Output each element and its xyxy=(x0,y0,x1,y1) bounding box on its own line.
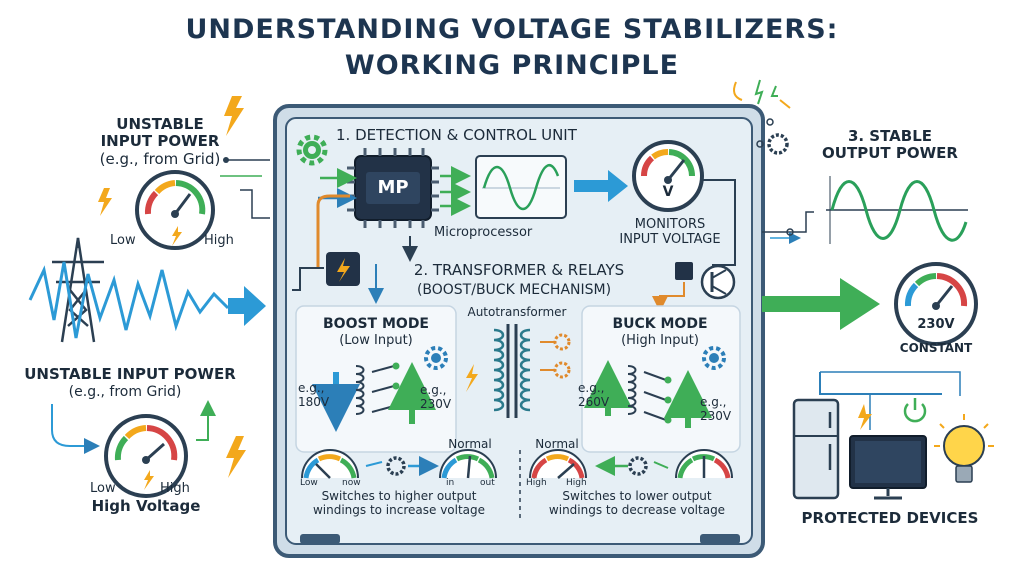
input-top-note: (e.g., from Grid) xyxy=(99,149,221,168)
monitor-icon xyxy=(849,435,927,500)
boost-normal-gauge xyxy=(439,449,497,479)
buck-mode-diagram xyxy=(584,346,726,428)
buck-subtitle: (High Input) xyxy=(621,333,699,348)
gear-icon xyxy=(296,134,328,166)
boost-input-value-line1: e.g., xyxy=(298,381,325,395)
output-gauge xyxy=(894,262,978,346)
transformer-subheading: (BOOST/BUCK MECHANISM) xyxy=(416,282,612,298)
top-right-sparks xyxy=(733,79,791,148)
refrigerator-icon xyxy=(792,398,840,500)
buck-input-value: e.g., 260V xyxy=(578,381,614,410)
oscilloscope-screen xyxy=(475,155,567,219)
lightning-icon xyxy=(858,404,872,430)
chip-caption: Microprocessor xyxy=(434,225,533,240)
input-top-heading: UNSTABLE INPUT POWER (e.g., from Grid) xyxy=(60,115,260,168)
buck-title: BUCK MODE xyxy=(612,316,708,332)
meter-letter: V xyxy=(662,184,674,200)
boost-normal-label: Normal xyxy=(448,437,492,451)
relay-driver-chip xyxy=(326,252,360,286)
lightning-icon xyxy=(365,461,383,467)
autotransformer-label: Autotransformer xyxy=(467,305,567,319)
gear-icon xyxy=(386,456,406,476)
buck-description-line2: windings to decrease voltage xyxy=(548,502,726,517)
monitor-label-line1: MONITORS xyxy=(634,217,706,232)
input-top-gauge-low: Low xyxy=(110,233,136,248)
page-title-line1: UNDERSTANDING VOLTAGE STABILIZERS: xyxy=(185,14,839,45)
output-arrow xyxy=(762,278,880,330)
buck-output-value-line2: 230V xyxy=(700,408,732,423)
input-bottom-gauge-low: Low xyxy=(90,481,116,496)
gear-icon xyxy=(767,133,789,155)
input-bottom-gauge-high: High xyxy=(160,481,190,496)
output-heading: 3. STABLE OUTPUT POWER xyxy=(800,127,980,163)
boost-output-value-line2: 230V xyxy=(420,396,452,411)
boost-title: BOOST MODE xyxy=(323,316,429,332)
unstable-waveform xyxy=(28,261,230,339)
autotransformer-coil xyxy=(493,324,531,418)
transformer-heading: 2. TRANSFORMER & RELAYS xyxy=(413,261,625,279)
input-bottom-note: (e.g., from Grid) xyxy=(68,384,182,400)
output-heading-line2: OUTPUT POWER xyxy=(822,144,958,163)
buck-gauge-high-right: High xyxy=(566,478,587,488)
input-top-heading-line1: UNSTABLE xyxy=(116,115,204,133)
detection-heading: 1. DETECTION & CONTROL UNIT xyxy=(336,126,577,144)
boost-gauge-out: out xyxy=(480,478,495,488)
lightbulb-icon xyxy=(934,414,994,483)
buck-input-value-line2: 260V xyxy=(578,394,610,409)
protected-devices-label: PROTECTED DEVICES xyxy=(801,509,979,527)
boost-description-line2: windings to increase voltage xyxy=(312,502,486,517)
buck-description-line1: Switches to lower output xyxy=(562,489,712,503)
boost-gauge-in: in xyxy=(446,478,455,488)
input-top-heading-line2: INPUT POWER xyxy=(100,132,220,151)
stable-sine-wave xyxy=(826,176,968,244)
buck-gauge-high-left: High xyxy=(526,478,547,488)
boost-output-value: e.g., 230V xyxy=(420,383,456,412)
gear-icon xyxy=(553,333,571,379)
lightning-icon xyxy=(653,461,669,469)
boost-gauge-now: now xyxy=(342,478,361,488)
boost-input-value-line2: 180V xyxy=(298,394,330,409)
lightning-icon xyxy=(466,364,478,392)
buck-description: Switches to lower output windings to dec… xyxy=(530,489,744,518)
input-bottom-heading: UNSTABLE INPUT POWER xyxy=(24,365,236,383)
output-gauge-caption: CONSTANT xyxy=(899,341,973,355)
boost-description-line1: Switches to higher output xyxy=(321,489,477,503)
input-gauge-top xyxy=(135,170,215,250)
buck-normal-label: Normal xyxy=(535,437,579,451)
output-gauge-value: 230V xyxy=(917,317,955,332)
monitor-label-line2: INPUT VOLTAGE xyxy=(619,231,721,247)
voltmeter-gauge xyxy=(632,140,704,212)
lightning-icon xyxy=(224,96,244,136)
boost-input-value: e.g., 180V xyxy=(298,381,334,410)
boost-subtitle: (Low Input) xyxy=(339,333,413,348)
lightning-icon xyxy=(226,436,246,478)
gear-icon xyxy=(628,456,648,476)
buck-input-value-line1: e.g., xyxy=(578,381,605,395)
monitor-label: MONITORS INPUT VOLTAGE xyxy=(600,217,740,248)
lightning-icon xyxy=(98,188,112,216)
boost-output-value-line1: e.g., xyxy=(420,383,447,397)
transistor-icon xyxy=(675,262,736,300)
input-top-gauge-high: High xyxy=(204,233,234,248)
boost-gauge-low: Low xyxy=(300,478,318,488)
output-heading-line1: 3. STABLE xyxy=(847,127,933,145)
boost-description: Switches to higher output windings to in… xyxy=(292,489,506,518)
boost-mode-diagram xyxy=(312,346,448,432)
page-title-line2: WORKING PRINCIPLE xyxy=(344,50,680,81)
power-icon xyxy=(903,398,927,423)
buck-high-gauge xyxy=(529,449,587,479)
input-bottom-caption: High Voltage xyxy=(91,497,201,515)
input-gauge-bottom xyxy=(104,414,188,498)
buck-output-value-line1: e.g., xyxy=(700,395,727,409)
buck-output-value: e.g., 230V xyxy=(700,395,736,424)
chip-label: MP xyxy=(377,177,409,198)
buck-normal-gauge xyxy=(675,449,733,479)
microprocessor-chip xyxy=(347,148,439,228)
boost-low-gauge xyxy=(301,449,359,479)
